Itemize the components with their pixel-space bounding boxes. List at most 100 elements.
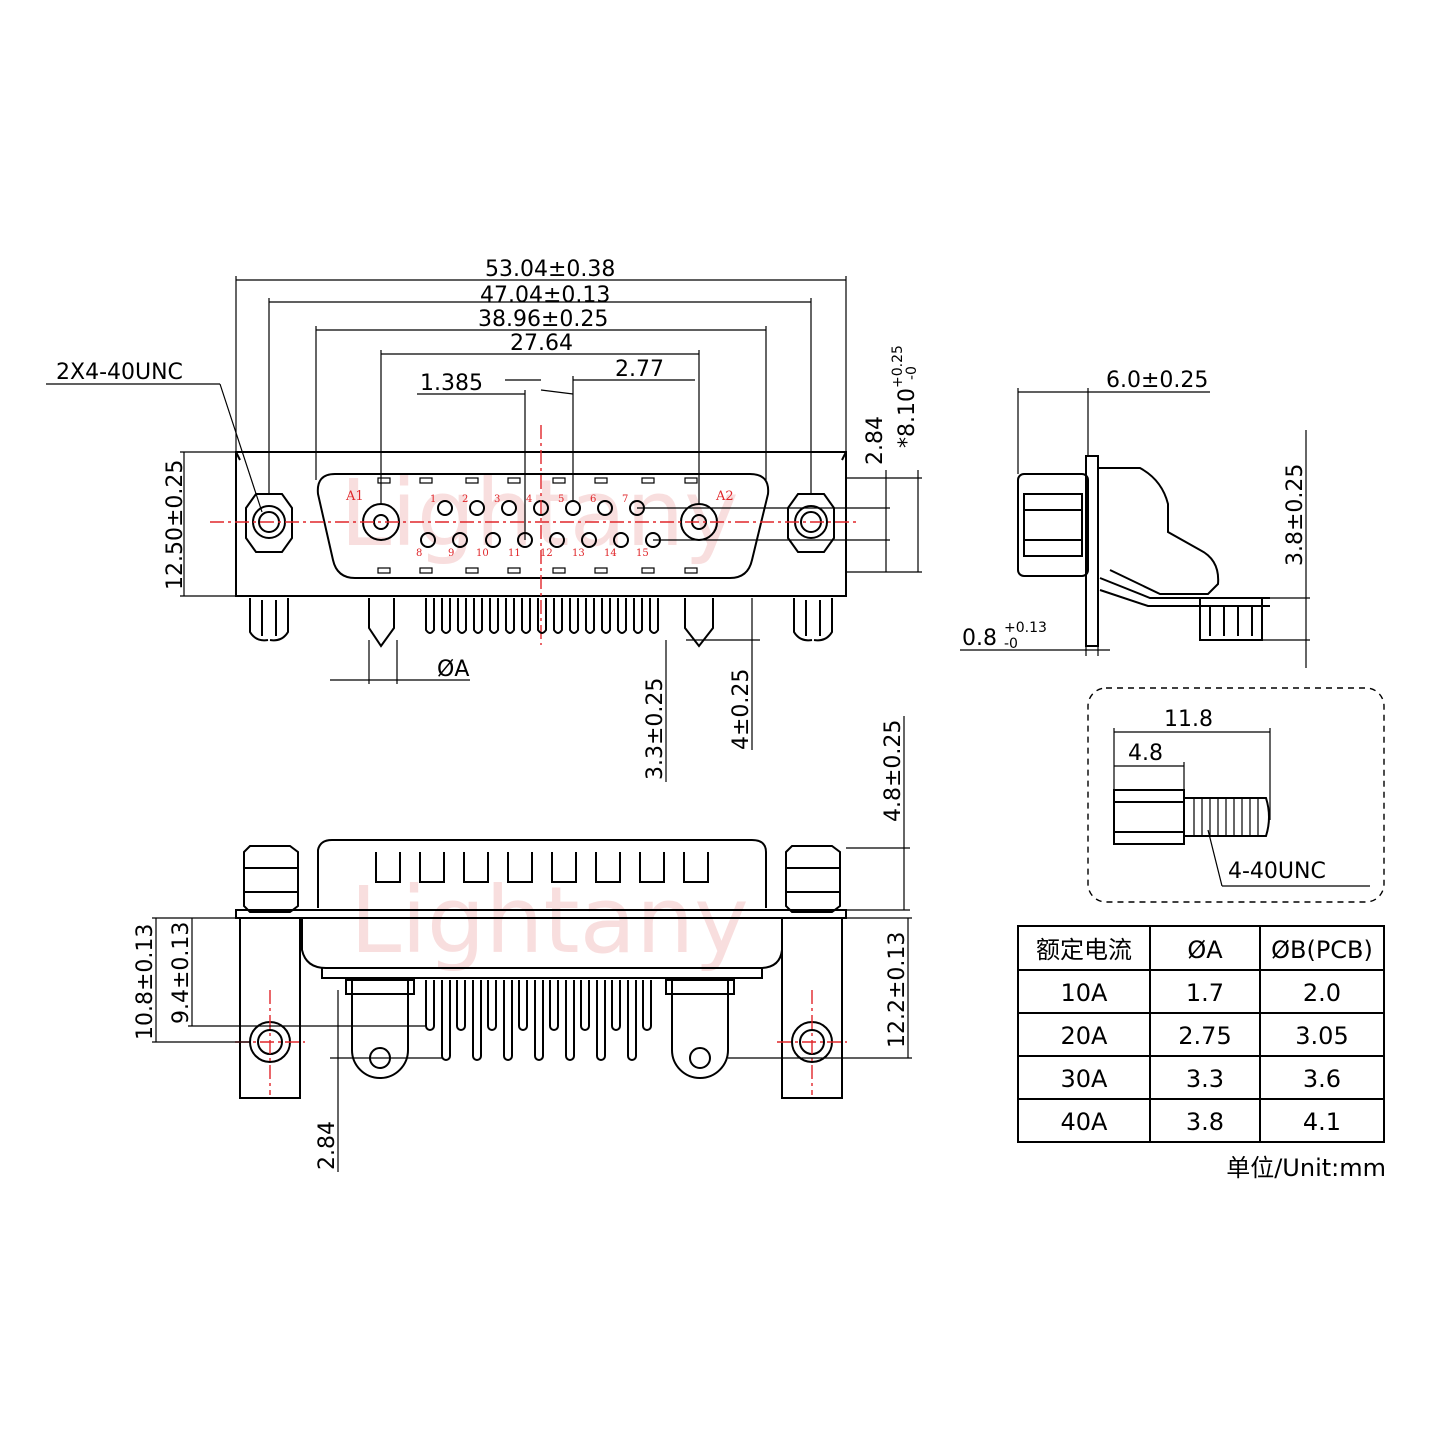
front-view: Lightany A: [46, 257, 922, 782]
unit-note: 单位/Unit:mm: [1226, 1154, 1386, 1182]
table-cell: 2.0: [1303, 979, 1341, 1007]
table-header-phi-b: ØB(PCB): [1271, 936, 1373, 964]
dim-outer-row: 10.8±0.13: [133, 924, 158, 1040]
table-header-phi-a: ØA: [1187, 936, 1223, 964]
side-boardlock-lines: [1209, 606, 1253, 636]
watermark-front: Lightany: [340, 460, 739, 567]
dim-contacts: 27.64: [510, 331, 573, 356]
dim-row-gap: 2.84: [315, 1121, 340, 1170]
dim-screw-total: 11.8: [1164, 707, 1213, 732]
pin-numbers: 1 2 3 4 5 6 7 8 9 10 11 12 13 14 15: [416, 494, 649, 559]
dim-side-flange: 6.0±0.25: [1106, 368, 1208, 393]
bottom-coax-right-pin: [689, 1047, 711, 1069]
dim-depth-tol-plus: +0.25: [890, 345, 906, 388]
table-grid: [1018, 926, 1384, 1142]
dim-inner-row: 9.4±0.13: [169, 922, 194, 1024]
rating-table: 额定电流 ØA ØB(PCB) 10A 1.7 2.0 20A 2.75 3.0…: [1017, 925, 1386, 1182]
bottom-coax-right-cap: [665, 979, 735, 995]
dim-side-thickness-tol-plus: +0.13: [1004, 620, 1047, 636]
hex-nut-left: [245, 493, 293, 553]
bottom-housing-step: [321, 968, 763, 979]
table-cell: 3.8: [1186, 1108, 1224, 1136]
bottom-coax-right: [671, 980, 729, 1079]
bottom-coax-left: [351, 980, 409, 1079]
svg-text:14: 14: [604, 548, 617, 559]
dim-mount-holes: 47.04±0.13: [480, 283, 610, 308]
svg-text:11: 11: [508, 548, 521, 559]
dim-screw-hex: 4.8: [1128, 741, 1163, 766]
dim-half-pitch: 1.385: [420, 371, 483, 396]
dim-shell-width: 38.96±0.25: [478, 307, 608, 332]
bottom-coax-left-cap: [345, 979, 415, 995]
bottom-hex-right: [785, 845, 841, 913]
hex-nut-right: [787, 493, 835, 553]
table-cell: 4.1: [1303, 1108, 1341, 1136]
svg-text:10: 10: [476, 548, 489, 559]
label-a2: A2: [715, 489, 734, 504]
screw-thread: [1184, 797, 1270, 837]
screw-detail: 11.8 4.8 4-40UNC: [1087, 687, 1385, 903]
dim-phi-a: ØA: [437, 657, 469, 682]
front-coax-post-left: [368, 598, 395, 648]
side-flange: [1085, 455, 1099, 647]
front-d-shell: [316, 473, 770, 579]
side-housing: [1098, 467, 1220, 595]
dim-pitch: 2.77: [615, 357, 664, 382]
side-shell: [1023, 493, 1083, 557]
svg-text:7: 7: [622, 494, 628, 505]
bottom-housing: [301, 918, 783, 969]
bottom-shell-slots: [375, 852, 709, 883]
dim-height: 12.50±0.25: [163, 460, 188, 590]
table-cell: 3.3: [1186, 1065, 1224, 1093]
front-dims-bottom: [330, 598, 760, 782]
front-dims-top: [235, 276, 847, 540]
bottom-view: Lightany: [133, 716, 912, 1172]
shell-slots: [377, 477, 698, 574]
screw-detail-frame: [1087, 687, 1385, 903]
front-pcb-pins: [425, 598, 659, 634]
label-a1: A1: [345, 489, 364, 504]
front-coax-post-right: [684, 598, 714, 648]
svg-text:8: 8: [416, 548, 422, 559]
screw-thread-lines: [1193, 798, 1259, 836]
table-cell: 3.05: [1295, 1022, 1348, 1050]
table-cell: 3.6: [1303, 1065, 1341, 1093]
bottom-pins-row2: [441, 980, 637, 1061]
side-pcb-leads: [1099, 577, 1270, 607]
bottom-pins-row1: [425, 980, 652, 1031]
dim-side-offset: 3.8±0.25: [1283, 464, 1308, 566]
dim-boss: 4.8±0.25: [881, 720, 906, 822]
svg-text:2: 2: [462, 494, 468, 505]
svg-text:1: 1: [430, 494, 436, 505]
table-cell: 10A: [1061, 979, 1109, 1007]
boardlock-right: [793, 598, 833, 642]
dim-pin-length: 3.3±0.25: [643, 678, 668, 780]
svg-text:12: 12: [540, 548, 553, 559]
bottom-flange: [235, 909, 847, 919]
bottom-dims: [152, 716, 912, 1172]
table-cell: 30A: [1061, 1065, 1109, 1093]
bottom-leg-right: [781, 917, 843, 1099]
svg-text:15: 15: [636, 548, 649, 559]
screw-thread-callout: 4-40UNC: [1228, 859, 1326, 884]
svg-text:6: 6: [590, 494, 596, 505]
table-cell: 40A: [1061, 1108, 1109, 1136]
screw-hex: [1113, 789, 1185, 845]
side-body: [1017, 473, 1089, 577]
dim-side-thickness-tol-minus: -0: [1004, 636, 1018, 652]
table-cell: 2.75: [1178, 1022, 1231, 1050]
svg-text:3: 3: [494, 494, 500, 505]
bottom-leg-left: [239, 917, 301, 1099]
dim-post-length: 4±0.25: [729, 669, 754, 750]
watermark-bottom: Lightany: [350, 867, 749, 974]
front-flange: [235, 451, 847, 597]
side-boardlock: [1199, 597, 1263, 641]
dim-depth-tol-minus: -0: [904, 366, 920, 380]
dim-overall-width: 53.04±0.38: [485, 257, 615, 282]
side-view: 6.0±0.25 3.8±0.25 0.8 +0.13 -0: [960, 368, 1310, 668]
svg-text:4: 4: [526, 494, 532, 505]
bottom-hex-left: [243, 845, 299, 913]
table-header-current: 额定电流: [1036, 936, 1132, 964]
side-dims: [960, 388, 1310, 668]
